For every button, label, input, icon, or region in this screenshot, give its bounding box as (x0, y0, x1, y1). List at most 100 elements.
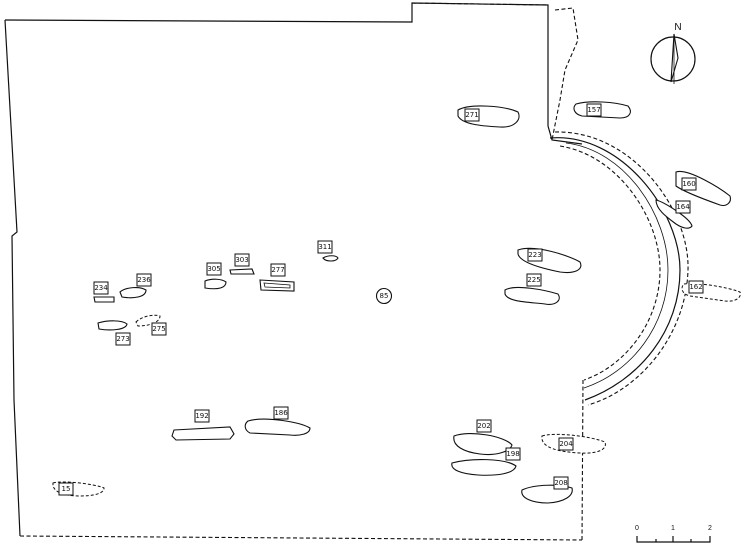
feature-208-outline (521, 484, 573, 504)
feature-204-outline (541, 433, 606, 454)
feature-label-box (273, 406, 289, 420)
feature-label-text: 234 (94, 284, 108, 292)
feature-label-223: 223 (527, 248, 543, 262)
feature-label-box (675, 200, 691, 214)
feature-label-225: 225 (526, 273, 542, 287)
feature-label-271: 271 (464, 108, 480, 122)
feature-label-box (553, 476, 569, 490)
feature-label-box (476, 419, 492, 433)
feature-225-outline (504, 286, 560, 305)
feature-275-outline (135, 314, 161, 327)
apse-wall-inner (565, 142, 669, 389)
feature-label-text: 160 (682, 180, 695, 188)
feature-label-box (136, 273, 152, 287)
feature-label-202: 202 (476, 419, 492, 433)
feature-label-text: 271 (465, 111, 478, 119)
feature-label-box (115, 332, 131, 346)
feature-311-outline (322, 255, 339, 262)
feature-label-text: 236 (137, 276, 151, 284)
excavation-boundary-dashed-right (551, 7, 579, 141)
feature-label-box (558, 437, 574, 451)
feature-277-inner (263, 282, 291, 289)
feature-236-outline (119, 287, 147, 299)
feature-label-273: 273 (115, 332, 131, 346)
feature-label-164: 164 (675, 200, 691, 214)
feature-label-192: 192 (194, 409, 210, 423)
feature-label-text: 157 (587, 106, 600, 114)
apse-wall-outer (549, 137, 681, 401)
feature-label-box (527, 248, 543, 262)
feature-label-text: 273 (116, 335, 129, 343)
feature-label-box (151, 322, 167, 336)
feature-label-160: 160 (681, 177, 697, 191)
feature-label-303: 303 (234, 253, 250, 267)
scale-tick-0: 0 (635, 525, 639, 532)
feature-label-box (317, 240, 333, 254)
feature-label-157: 157 (586, 103, 602, 117)
feature-label-box (505, 447, 521, 461)
feature-label-box (526, 273, 542, 287)
apse-wall-mid (554, 131, 689, 406)
north-arrow-icon: N (650, 22, 696, 84)
feature-label-box (464, 108, 480, 122)
feature-198-outline (451, 459, 517, 476)
feature-label-text: 277 (271, 266, 284, 274)
feature-label-text: 305 (207, 265, 220, 273)
feature-186-outline (244, 418, 311, 436)
feature-label-198: 198 (505, 447, 521, 461)
excavation-boundary-dashed-lowright (581, 379, 584, 541)
feature-label-text: 275 (152, 325, 165, 333)
feature-label-text: 192 (195, 412, 208, 420)
feature-label-text: 225 (527, 276, 540, 284)
feature-label-15: 15 (58, 482, 74, 496)
excavation-boundary-dashed-top (411, 2, 549, 6)
scale-tick-2: 2 (708, 525, 712, 532)
feature-label-text: 164 (676, 203, 690, 211)
apse-junction (547, 125, 583, 145)
feature-label-277: 277 (270, 263, 286, 277)
feature-303-outline (229, 268, 255, 275)
feature-label-text: 162 (689, 283, 702, 291)
feature-label-204: 204 (558, 437, 574, 451)
feature-label-text: 223 (528, 251, 541, 259)
feature-192-outline (171, 426, 235, 441)
feature-label-box (586, 103, 602, 117)
feature-label-text: 186 (274, 409, 288, 417)
feature-label-text: 202 (477, 422, 490, 430)
scale-tick-1: 1 (671, 525, 675, 532)
feature-234-outline (93, 296, 115, 303)
feature-label-208: 208 (553, 476, 569, 490)
feature-277-outline (259, 279, 295, 292)
feature-label-text: 208 (554, 479, 567, 487)
feature-202-outline (453, 433, 513, 456)
feature-label-236: 236 (136, 273, 152, 287)
feature-label-311: 311 (317, 240, 333, 254)
feature-273-outline (97, 320, 128, 331)
feature-157-outline (573, 101, 631, 119)
feature-label-text: 198 (506, 450, 519, 458)
feature-label-box (688, 280, 704, 294)
scale-bar: 0 1 2 (635, 525, 712, 543)
feature-label-box (234, 253, 250, 267)
feature-85-label: 85 (380, 292, 389, 300)
feature-label-box (58, 482, 74, 496)
feature-label-305: 305 (206, 262, 222, 276)
feature-label-box (206, 262, 222, 276)
feature-label-text: 15 (62, 485, 71, 493)
feature-label-234: 234 (93, 281, 109, 295)
feature-label-box (270, 263, 286, 277)
feature-label-186: 186 (273, 406, 289, 420)
north-label: N (674, 22, 681, 33)
apse-wall-inner2 (559, 145, 661, 381)
feature-label-275: 275 (151, 322, 167, 336)
feature-85-outline (375, 287, 393, 305)
feature-label-box (194, 409, 210, 423)
feature-label-text: 311 (318, 243, 331, 251)
feature-label-text: 303 (235, 256, 248, 264)
feature-label-162: 162 (688, 280, 704, 294)
excavation-boundary-dashed-bottom (19, 535, 583, 541)
feature-label-box (681, 177, 697, 191)
feature-305-outline (204, 278, 227, 290)
feature-label-box (93, 281, 109, 295)
